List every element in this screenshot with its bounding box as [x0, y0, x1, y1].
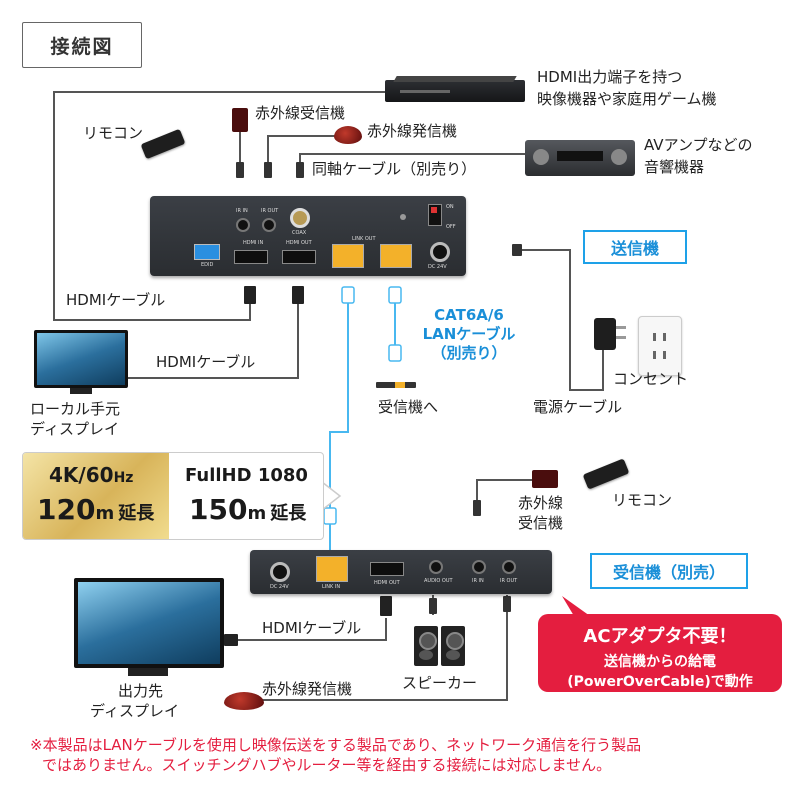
- edid-dip-switch: [194, 244, 220, 260]
- hdmi-plug-icon: [380, 596, 392, 616]
- av-amp-label-1: AVアンプなどの: [644, 136, 753, 154]
- av-amp-device: [525, 140, 635, 176]
- outlet-label: コンセント: [613, 370, 689, 388]
- lan-cable-link: [329, 292, 349, 555]
- rx-dc-power-port: [270, 562, 290, 582]
- jack-plug-icon: [236, 162, 244, 178]
- power-plug-icon: [512, 244, 522, 256]
- output-display-icon: [74, 578, 224, 668]
- speaker-icon: [441, 626, 465, 666]
- transmitter-device: IR IN IR OUT COAX EDID HDMI IN HDMI OUT …: [150, 196, 466, 276]
- local-display-label-2: ディスプレイ: [30, 420, 119, 438]
- outlet-icon: [638, 316, 682, 376]
- cable-hdmi-source: [53, 91, 385, 321]
- ir-in-port: [236, 218, 250, 232]
- ir-receiver-bottom-icon: [532, 470, 558, 488]
- transmitter-tag: 送信機: [583, 230, 687, 264]
- ground-icon: [400, 214, 406, 220]
- jack-plug-icon: [473, 500, 481, 516]
- ir-receiver-bottom-label-1: 赤外線: [518, 494, 564, 512]
- jack-plug-icon: [296, 162, 304, 178]
- local-display-icon: [34, 330, 128, 388]
- ir-emitter-icon: [334, 126, 362, 144]
- cable-power: [520, 249, 604, 391]
- hdmi-source-label-1: HDMI出力端子を持つ: [537, 68, 683, 86]
- cable-hdmi-output: [238, 618, 387, 641]
- speaker-label: スピーカー: [402, 674, 478, 692]
- hdmi-source-label-2: 映像機器や家庭用ゲーム機: [537, 90, 717, 108]
- lan-plug-icon: [388, 286, 402, 304]
- output-display-label-1: 出力先: [118, 682, 164, 700]
- lan-plug-icon: [388, 344, 402, 362]
- link-out-port-1: [332, 244, 364, 268]
- jack-plug-icon: [429, 598, 437, 614]
- coax-cable-label: 同軸ケーブル（別売り）: [312, 160, 477, 178]
- hdmi-out-port: [282, 250, 316, 264]
- ir-emitter-bottom-icon: [224, 692, 264, 710]
- rx-hdmi-out-port: [370, 562, 404, 576]
- ac-adapter-icon: [594, 318, 616, 350]
- ir-receiver-icon: [232, 108, 248, 132]
- av-amp-label-2: 音響機器: [644, 158, 705, 176]
- rx-ir-out-port: [502, 560, 516, 574]
- jack-plug-icon: [264, 162, 272, 178]
- receiver-tag: 受信機（別売）: [590, 553, 748, 589]
- ir-emitter-top-label: 赤外線発信機: [367, 122, 458, 140]
- receiver-device: DC 24V LINK IN HDMI OUT AUDIO OUT IR IN …: [250, 550, 552, 594]
- ac-adapter-prongs: [616, 326, 626, 329]
- ir-receiver-top-label: 赤外線受信機: [255, 104, 346, 122]
- rx-ir-in-port: [472, 560, 486, 574]
- power-cable-label: 電源ケーブル: [533, 398, 623, 416]
- hdmi-plug-icon: [292, 286, 304, 304]
- ir-out-port: [262, 218, 276, 232]
- rx-link-in-port: [316, 556, 348, 582]
- to-receiver-label: 受信機へ: [378, 398, 439, 416]
- speaker-icon: [414, 626, 438, 666]
- coax-port: [290, 208, 310, 228]
- dc-power-port: [430, 242, 450, 262]
- spec-4k-panel: [23, 453, 169, 539]
- remote-top-label: リモコン: [83, 124, 144, 142]
- lan-plug-icon: [341, 286, 355, 304]
- rx-audio-out-port: [429, 560, 443, 574]
- cable-hdmi-local: [128, 292, 299, 379]
- hdmi-source-device: [385, 72, 525, 106]
- remote-bottom-label: リモコン: [612, 491, 673, 509]
- hdmi-cable-label-2: HDMIケーブル: [156, 353, 256, 371]
- link-out-port-2: [380, 244, 412, 268]
- local-display-label-1: ローカル手元: [30, 400, 121, 418]
- page-title: 接続図: [22, 22, 142, 68]
- lan-plug-icon: [323, 507, 337, 525]
- bubble-pointer: [562, 596, 590, 616]
- jack-plug-icon: [503, 596, 511, 612]
- hdmi-in-port: [234, 250, 268, 264]
- no-ac-adapter-callout: ACアダプタ不要！ 送信機からの給電 (PowerOverCable)で動作: [538, 614, 782, 692]
- hdmi-plug-icon: [224, 634, 238, 646]
- ir-receiver-bottom-label-2: 受信機: [518, 514, 564, 532]
- lan-cable-label: CAT6A/6 LANケーブル （別売り）: [422, 306, 516, 362]
- power-switch: [428, 204, 442, 226]
- hdmi-cable-label-3: HDMIケーブル: [262, 619, 362, 637]
- notice-text: ※本製品はLANケーブルを使用し映像伝送をする製品であり、ネットワーク通信を行う…: [30, 736, 642, 774]
- hdmi-cable-label-1: HDMIケーブル: [66, 291, 166, 309]
- output-display-label-2: ディスプレイ: [90, 702, 179, 720]
- hdmi-plug-icon: [244, 286, 256, 304]
- cable-ir-emitter-bottom: [262, 595, 508, 701]
- ir-emitter-bottom-label: 赤外線発信機: [262, 680, 353, 698]
